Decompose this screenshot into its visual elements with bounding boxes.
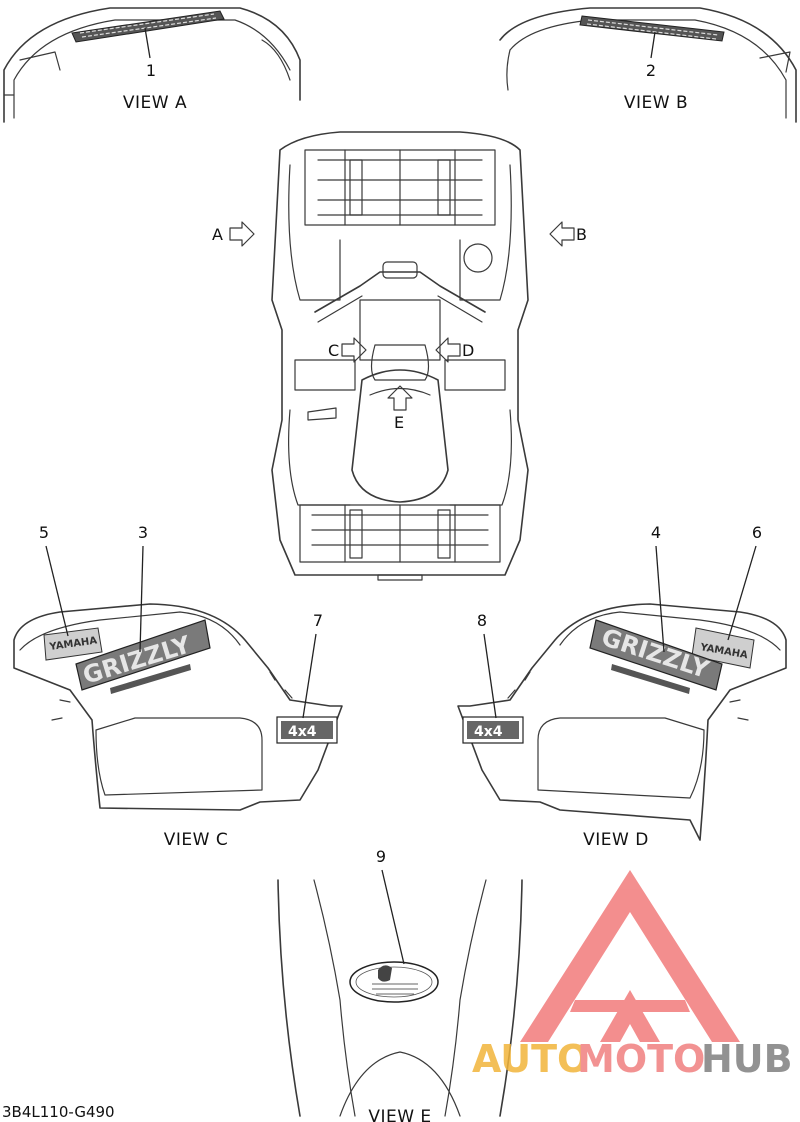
- arrow-e-label: E: [394, 413, 404, 432]
- watermark-auto: AUTO: [472, 1037, 589, 1081]
- decal-9-emblem: [349, 961, 439, 1003]
- view-e-label: VIEW E: [368, 1107, 431, 1122]
- leader-1: [144, 27, 151, 59]
- leader-3: [139, 545, 144, 653]
- watermark-logo-icon: [520, 870, 740, 1042]
- watermark-moto: MOTO: [577, 1037, 705, 1081]
- leader-5: [45, 545, 69, 637]
- callout-5: 5: [39, 523, 49, 542]
- watermark: AUTO MOTO HUB: [472, 870, 793, 1081]
- decal-8-4x4: 4x4: [462, 716, 524, 744]
- callout-3: 3: [138, 523, 148, 542]
- callout-7: 7: [313, 611, 323, 630]
- decal-6-yamaha: YAMAHA: [691, 627, 755, 669]
- callout-9: 9: [376, 847, 386, 866]
- drawing-code: 3B4L110-G490: [2, 1103, 115, 1121]
- decal-5-yamaha: YAMAHA: [43, 627, 103, 661]
- view-d-label: VIEW D: [583, 830, 649, 850]
- leader-2: [650, 31, 656, 59]
- decal-2: [579, 15, 725, 42]
- view-d-panel: YAMAHA GRIZZLY 4x4: [457, 603, 787, 841]
- callout-8: 8: [477, 611, 487, 630]
- decal-7-4x4: 4x4: [276, 716, 338, 744]
- view-e-seat: [277, 879, 523, 1117]
- decal-1: [71, 10, 225, 43]
- arrow-e: E: [387, 385, 413, 432]
- callout-2: 2: [646, 61, 656, 80]
- arrow-b: B: [549, 221, 587, 247]
- decal-7-text: 4x4: [288, 724, 317, 740]
- view-c-panel: YAMAHA GRIZZLY 4x4: [13, 603, 343, 811]
- arrow-a-label: A: [212, 225, 223, 244]
- arrow-d-label: D: [462, 341, 474, 360]
- atv-top-view: [271, 131, 529, 581]
- arrow-d: D: [435, 337, 474, 363]
- view-b-fender: [499, 7, 797, 123]
- decal-8-text: 4x4: [474, 724, 503, 740]
- arrow-c-label: C: [328, 341, 339, 360]
- callout-1: 1: [146, 61, 156, 80]
- view-c-label: VIEW C: [164, 830, 228, 850]
- arrow-a: A: [212, 221, 255, 247]
- leader-9: [381, 869, 405, 965]
- arrow-b-label: B: [576, 225, 587, 244]
- view-b-label: VIEW B: [624, 93, 688, 113]
- leader-7: [302, 633, 317, 719]
- callout-4: 4: [651, 523, 661, 542]
- arrow-c: C: [328, 337, 367, 363]
- leader-6: [727, 545, 757, 641]
- leader-4: [655, 545, 665, 653]
- callout-6: 6: [752, 523, 762, 542]
- view-a-label: VIEW A: [123, 93, 187, 113]
- watermark-hub: HUB: [701, 1037, 793, 1081]
- leader-8: [483, 633, 497, 719]
- view-a-fender: [3, 7, 301, 123]
